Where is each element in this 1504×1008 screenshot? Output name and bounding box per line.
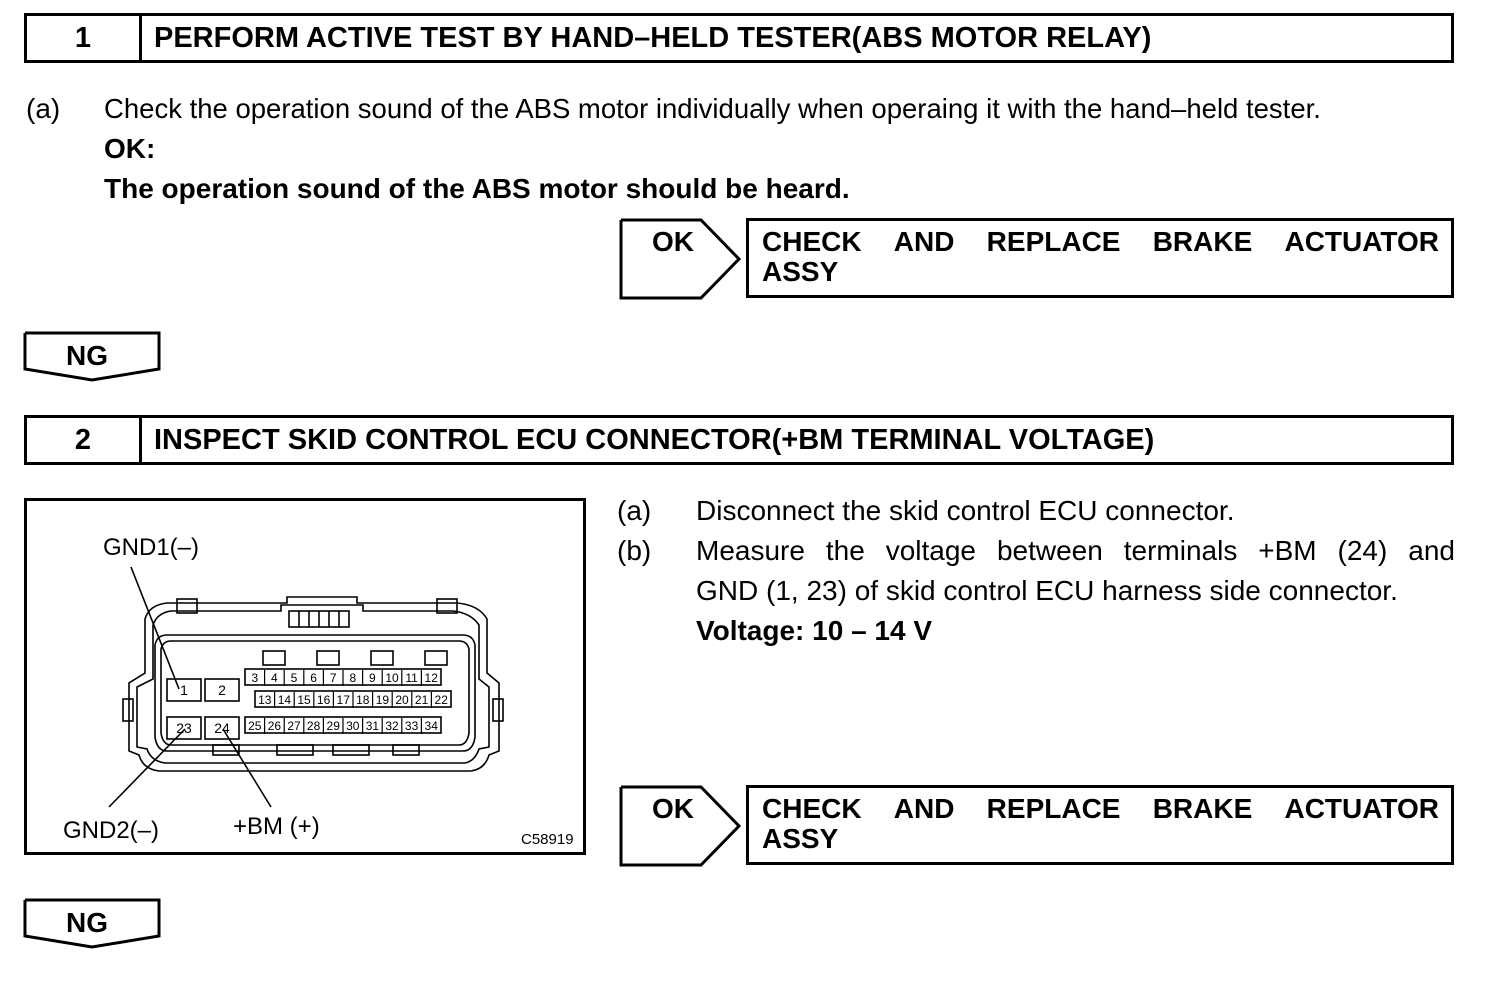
step1-ok-result: CHECK AND REPLACE BRAKE ACTUATOR ASSY <box>746 218 1454 298</box>
connector-pin-label: 31 <box>366 719 380 733</box>
result-word: BRAKE <box>1152 793 1253 824</box>
text-word: (24) <box>1337 535 1388 566</box>
text-word: terminals <box>1123 535 1238 566</box>
connector-pin-label: 13 <box>258 693 272 707</box>
step2-ok-label: OK <box>652 793 694 824</box>
connector-pin-label: 25 <box>248 719 262 733</box>
result-word: ACTUATOR <box>1284 226 1439 257</box>
step1-ok-arrow <box>619 218 742 300</box>
text-word: and <box>1408 535 1455 566</box>
step1-header: 1 PERFORM ACTIVE TEST BY HAND–HELD TESTE… <box>24 13 1454 63</box>
step1-item-a-text: Check the operation sound of the ABS mot… <box>104 93 1321 124</box>
step1-ok-heading: OK: <box>104 133 156 164</box>
step2-voltage-spec: Voltage: 10 – 14 V <box>696 615 933 646</box>
step2-item-b-label: (b) <box>617 535 652 566</box>
result-word: REPLACE <box>986 793 1121 824</box>
connector-pin-label: 33 <box>405 719 419 733</box>
connector-pin-label: 23 <box>176 720 192 736</box>
connector-pin-label: 15 <box>297 693 311 707</box>
result-word: BRAKE <box>1152 226 1253 257</box>
text-word: voltage <box>885 535 977 566</box>
connector-pin-label: 28 <box>307 719 321 733</box>
step2-ng-label: NG <box>66 907 108 938</box>
connector-pin-label: 3 <box>251 671 258 685</box>
step1-title: PERFORM ACTIVE TEST BY HAND–HELD TESTER(… <box>154 21 1152 54</box>
connector-pin-label: 10 <box>385 671 399 685</box>
connector-pin-label: 7 <box>330 671 337 685</box>
connector-pin-label: 19 <box>376 693 390 707</box>
figure-code: C58919 <box>521 831 574 848</box>
connector-pin-label: 6 <box>310 671 317 685</box>
connector-pin-label: 24 <box>214 720 230 736</box>
result-word: REPLACE <box>986 226 1121 257</box>
step1-ok-result-line2: ASSY <box>762 256 839 287</box>
connector-pin-label: 14 <box>278 693 292 707</box>
connector-pin-label: 20 <box>395 693 409 707</box>
connector-pin-label: 4 <box>271 671 278 685</box>
result-word: AND <box>893 226 955 257</box>
step2-item-b-line1: Measure the voltage between terminals +B… <box>696 534 1455 568</box>
text-word: +BM <box>1258 535 1317 566</box>
bm-label: +BM (+) <box>233 813 320 840</box>
gnd2-label: GND2(–) <box>63 817 159 844</box>
step2-ok-result-line1: CHECK AND REPLACE BRAKE ACTUATOR <box>762 794 1439 824</box>
connector-pin-label: 9 <box>369 671 376 685</box>
step2-ok-arrow <box>619 785 742 867</box>
connector-pin-label: 2 <box>218 682 226 698</box>
step2-number: 2 <box>27 418 142 462</box>
step1-ok-result-line1: CHECK AND REPLACE BRAKE ACTUATOR <box>762 227 1439 257</box>
result-word: CHECK <box>762 226 862 257</box>
step2-ok-result: CHECK AND REPLACE BRAKE ACTUATOR ASSY <box>746 785 1454 865</box>
connector-pin-label: 16 <box>317 693 331 707</box>
result-word: AND <box>893 793 955 824</box>
connector-pin-label: 29 <box>327 719 341 733</box>
connector-pin-label: 21 <box>415 693 429 707</box>
connector-pin-label: 1 <box>180 682 188 698</box>
connector-pin-label: 22 <box>435 693 449 707</box>
text-word: Measure <box>696 535 805 566</box>
connector-pin-label: 34 <box>425 719 439 733</box>
connector-pin-label: 11 <box>405 671 418 685</box>
step1-ok-label: OK <box>652 226 694 257</box>
connector-pin-label: 17 <box>337 693 351 707</box>
connector-pin-label: 32 <box>385 719 399 733</box>
text-word: the <box>825 535 865 566</box>
connector-pin-label: 8 <box>349 671 356 685</box>
result-word: CHECK <box>762 793 862 824</box>
step1-ok-spec: The operation sound of the ABS motor sho… <box>104 173 850 204</box>
step2-header: 2 INSPECT SKID CONTROL ECU CONNECTOR(+BM… <box>24 415 1454 465</box>
step1-number: 1 <box>27 16 142 60</box>
step1-ng-label: NG <box>66 340 108 371</box>
connector-pin-label: 26 <box>268 719 282 733</box>
step2-ok-result-line2: ASSY <box>762 823 839 854</box>
step1-item-a-label: (a) <box>26 93 61 124</box>
step1-ng-arrow <box>23 331 161 382</box>
step2-ng-arrow <box>23 898 161 949</box>
connector-pin-label: 12 <box>425 671 439 685</box>
connector-pin-label: 5 <box>291 671 298 685</box>
step2-title: INSPECT SKID CONTROL ECU CONNECTOR(+BM T… <box>154 423 1155 456</box>
text-word: between <box>996 535 1103 566</box>
result-word: ACTUATOR <box>1284 793 1439 824</box>
connector-pin-label: 18 <box>356 693 370 707</box>
connector-pin-label: 27 <box>287 719 301 733</box>
connector-pin-label: 30 <box>346 719 360 733</box>
step2-item-a-label: (a) <box>617 495 652 526</box>
step2-item-a-text: Disconnect the skid control ECU connecto… <box>696 495 1235 526</box>
step2-item-b-line2: GND (1, 23) of skid control ECU harness … <box>696 575 1398 606</box>
gnd1-label: GND1(–) <box>103 534 199 561</box>
